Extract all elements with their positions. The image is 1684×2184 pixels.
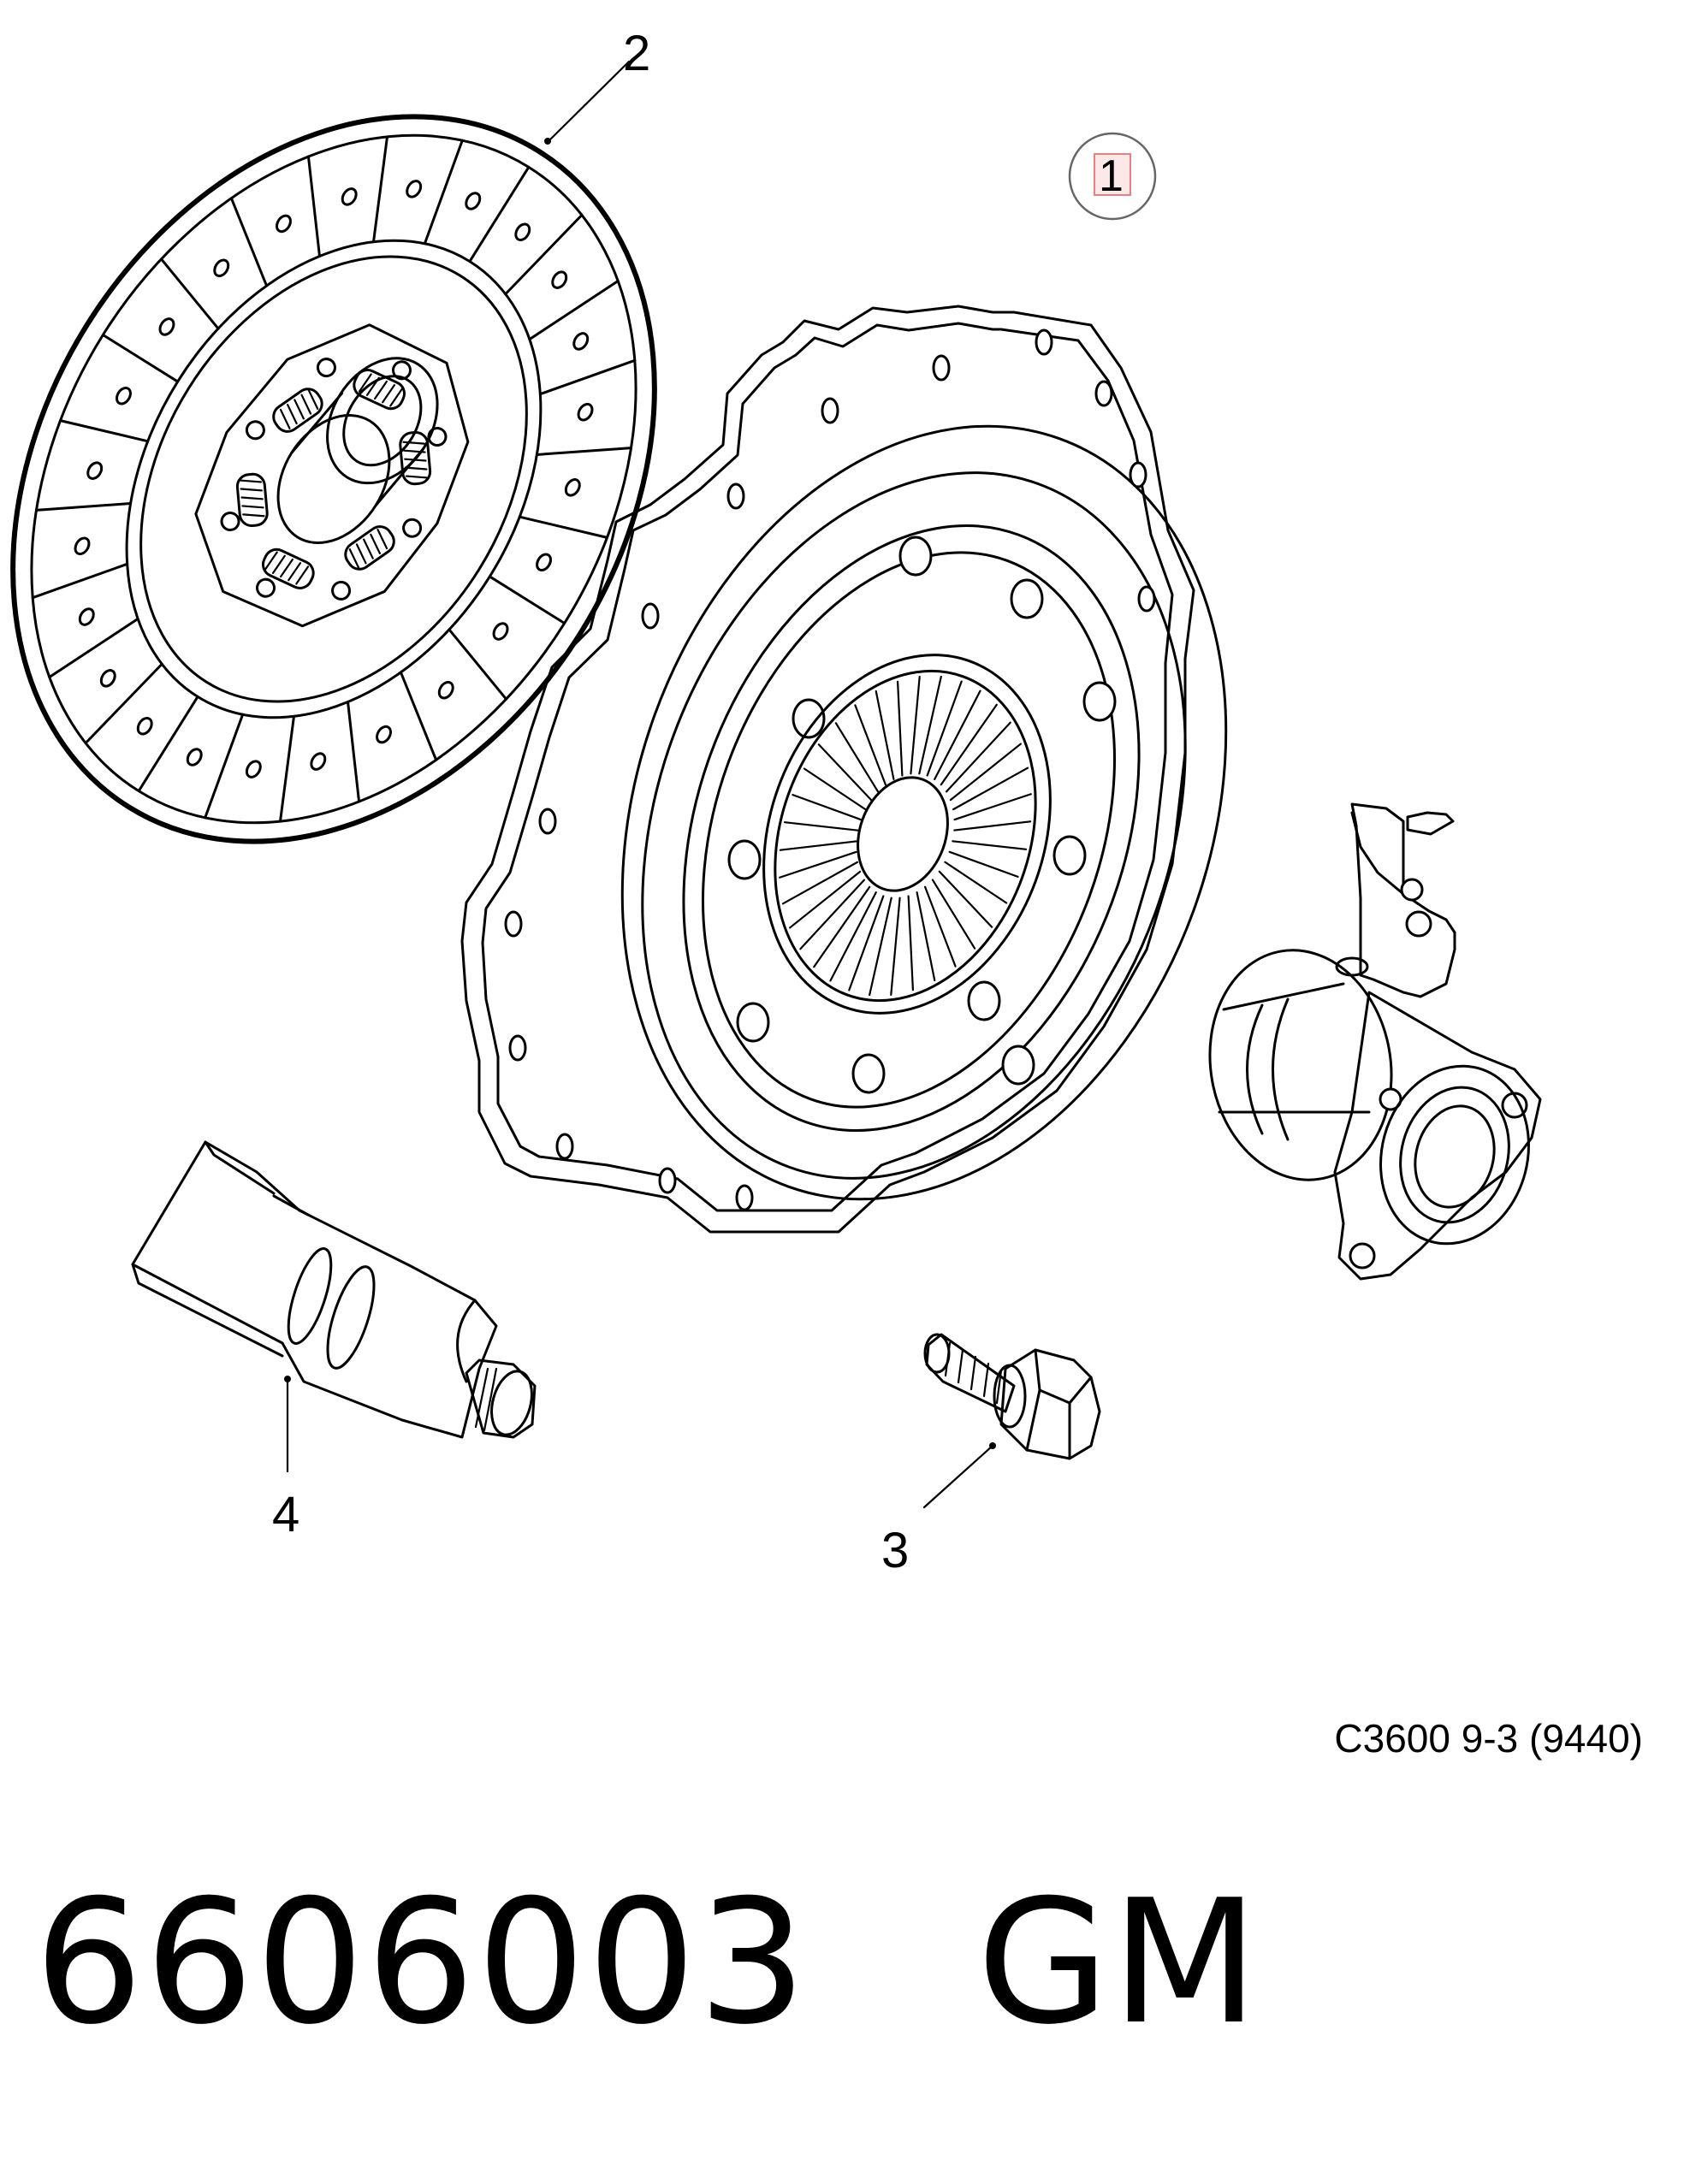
highlight-box [1094, 153, 1131, 196]
clutch-disc [10, 114, 657, 844]
grease-tube [131, 1140, 537, 1439]
leader-line-3 [922, 1444, 994, 1509]
pressure-plate [460, 305, 1228, 1234]
diagram-code: C3600 9-3 (9440) [1334, 1716, 1643, 1761]
release-bearing [1208, 802, 1542, 1281]
callout-1: 1 [1099, 151, 1124, 201]
brand: GM [976, 1863, 1261, 2063]
item-1-marker: 1 [1068, 132, 1157, 221]
callout-4: 4 [272, 1487, 299, 1542]
bolt [923, 1333, 1101, 1460]
part-number-line: 6606003 GM [34, 1878, 1260, 2049]
callout-3: 3 [881, 1523, 909, 1578]
part-number: 6606003 [34, 1863, 809, 2063]
leader-line-2 [548, 60, 631, 142]
callout-2: 2 [623, 26, 650, 81]
